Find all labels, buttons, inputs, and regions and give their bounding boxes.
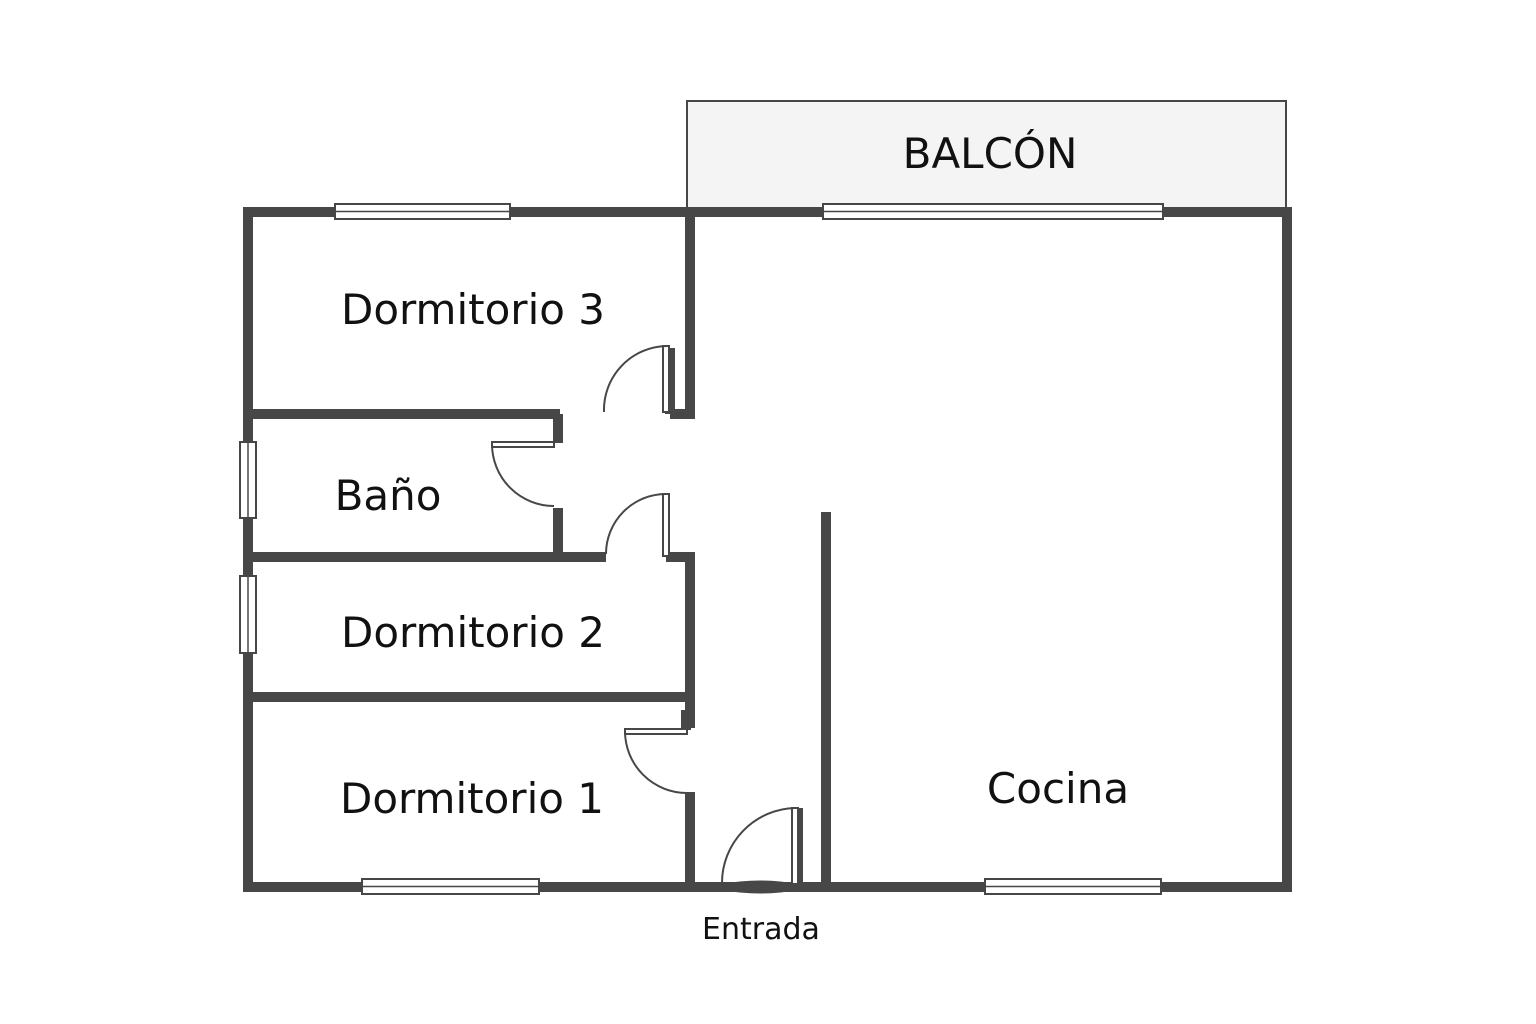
window-bottom-left xyxy=(361,878,540,895)
room-label-entrance: Entrada xyxy=(702,912,820,947)
windows xyxy=(239,203,1164,895)
room-label-bathroom: Baño xyxy=(335,471,442,520)
room-label-balcony: BALCÓN xyxy=(903,128,1078,178)
window-top-balcony xyxy=(822,203,1164,220)
window-bedroom-2 xyxy=(239,575,257,654)
door-bathroom xyxy=(491,441,555,507)
balcony-area xyxy=(686,100,1287,210)
window-bottom-kitchen xyxy=(984,878,1162,895)
window-bathroom xyxy=(239,441,257,519)
doors xyxy=(491,345,799,894)
room-label-bedroom-1: Dormitorio 1 xyxy=(340,774,604,823)
room-label-kitchen: Cocina xyxy=(987,764,1129,813)
door-entrance xyxy=(721,807,799,894)
door-bedroom-3 xyxy=(602,345,670,413)
window-top-left xyxy=(334,203,511,220)
door-bedroom-1 xyxy=(624,728,688,794)
door-bedroom-2 xyxy=(605,493,670,557)
room-label-bedroom-3: Dormitorio 3 xyxy=(341,285,605,334)
room-label-bedroom-2: Dormitorio 2 xyxy=(341,608,605,657)
